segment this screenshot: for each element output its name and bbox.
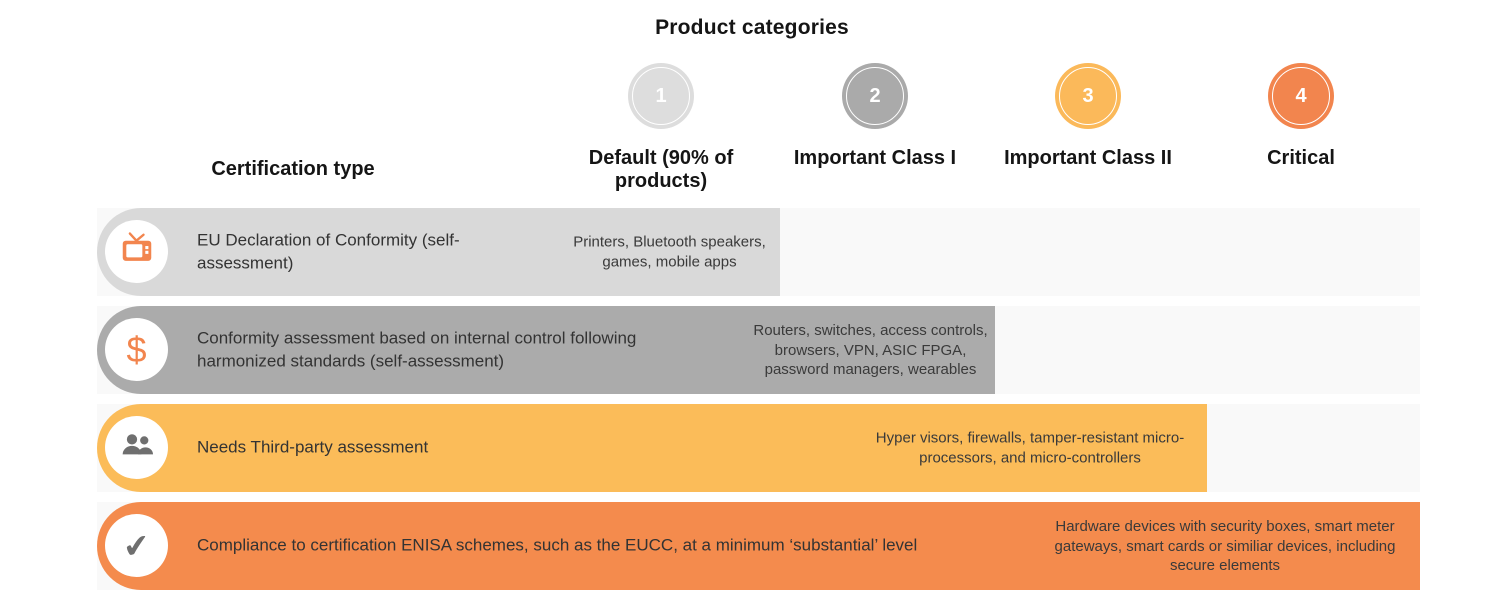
table-row: ✔ Compliance to certification ENISA sche… — [97, 502, 1420, 590]
certification-type-label: EU Declaration of Conformity (self-asses… — [197, 230, 460, 272]
certification-type-label: Conformity assessment based on internal … — [197, 328, 637, 370]
dollar-icon: $ — [126, 328, 147, 370]
category-number: 2 — [869, 84, 881, 107]
product-examples: Printers, Bluetooth speakers, games, mob… — [573, 233, 766, 271]
table-row: Needs Third-party assessment Hyper visor… — [97, 404, 1420, 492]
check-icon: ✔ — [121, 526, 152, 565]
column-header-critical: Critical — [1267, 147, 1335, 169]
category-number: 4 — [1295, 84, 1307, 107]
certification-bar: Needs Third-party assessment Hyper visor… — [97, 404, 1207, 492]
column-header-important-1: Important Class I — [793, 147, 957, 169]
certification-bar: $ Conformity assessment based on interna… — [97, 306, 995, 394]
category-circle-important-1: 2 — [842, 63, 908, 129]
row-icon-circle — [105, 416, 168, 479]
category-number: 3 — [1082, 84, 1094, 107]
certification-bar: EU Declaration of Conformity (self-asses… — [97, 208, 780, 296]
tv-icon — [118, 230, 156, 273]
category-circle-default: 1 — [628, 63, 694, 129]
certification-type-label: Needs Third-party assessment — [197, 437, 429, 457]
table-row: EU Declaration of Conformity (self-asses… — [97, 208, 1420, 296]
category-number: 1 — [655, 84, 667, 107]
category-circle-critical: 4 — [1268, 63, 1334, 129]
certification-type-header: Certification type — [211, 158, 375, 180]
certification-bar: ✔ Compliance to certification ENISA sche… — [97, 502, 1420, 590]
people-icon — [117, 425, 157, 470]
product-examples: Hyper visors, firewalls, tamper-resistan… — [875, 429, 1185, 467]
row-icon-circle: ✔ — [105, 514, 168, 577]
category-circle-important-2: 3 — [1055, 63, 1121, 129]
product-examples: Routers, switches, access controls, brow… — [753, 321, 988, 378]
product-examples: Hardware devices with security boxes, sm… — [1054, 517, 1396, 574]
row-icon-circle: $ — [105, 318, 168, 381]
table-row: $ Conformity assessment based on interna… — [97, 306, 1420, 394]
column-header-default: Default (90% of products) — [588, 147, 734, 192]
certification-type-label: Compliance to certification ENISA scheme… — [197, 535, 918, 555]
row-icon-circle — [105, 220, 168, 283]
diagram-title: Product categories — [655, 16, 849, 39]
column-header-important-2: Important Class II — [1004, 147, 1172, 169]
